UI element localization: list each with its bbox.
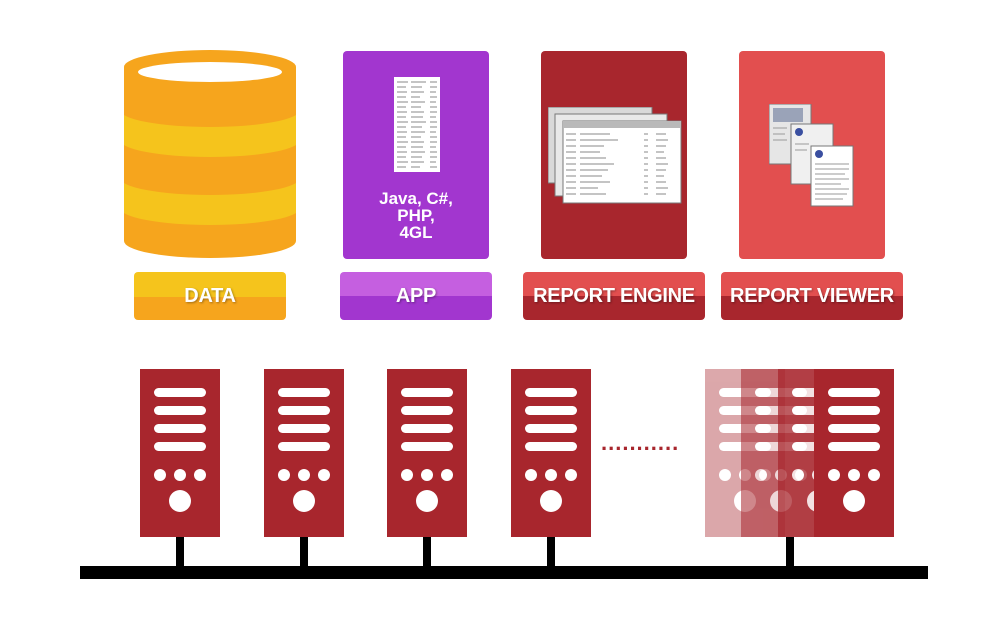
database-icon xyxy=(124,50,296,258)
server-connector xyxy=(176,537,184,567)
report-viewer-label: REPORT VIEWER xyxy=(721,272,903,320)
server-connector xyxy=(786,537,794,567)
server-connector xyxy=(547,537,555,567)
server-connector xyxy=(423,537,431,567)
data-label: DATA xyxy=(134,272,286,320)
server-icon xyxy=(511,369,591,537)
app-label: APP xyxy=(340,272,492,320)
report-viewer-icon xyxy=(769,104,854,207)
app-languages: Java, C#, PHP, 4GL xyxy=(343,190,489,241)
server-icon xyxy=(814,369,894,537)
server-connector xyxy=(300,537,308,567)
server-icon xyxy=(387,369,467,537)
report-pages-icon xyxy=(548,107,682,204)
source-code-document-icon xyxy=(394,77,440,172)
app-language-line: PHP, xyxy=(397,206,435,225)
server-icon xyxy=(264,369,344,537)
more-servers-ellipsis: ........... xyxy=(601,430,680,455)
app-language-line: 4GL xyxy=(399,223,433,242)
server-icon xyxy=(140,369,220,537)
app-language-line: Java, C#, xyxy=(379,189,453,208)
report-engine-label: REPORT ENGINE xyxy=(523,272,705,320)
network-bus xyxy=(80,566,928,579)
